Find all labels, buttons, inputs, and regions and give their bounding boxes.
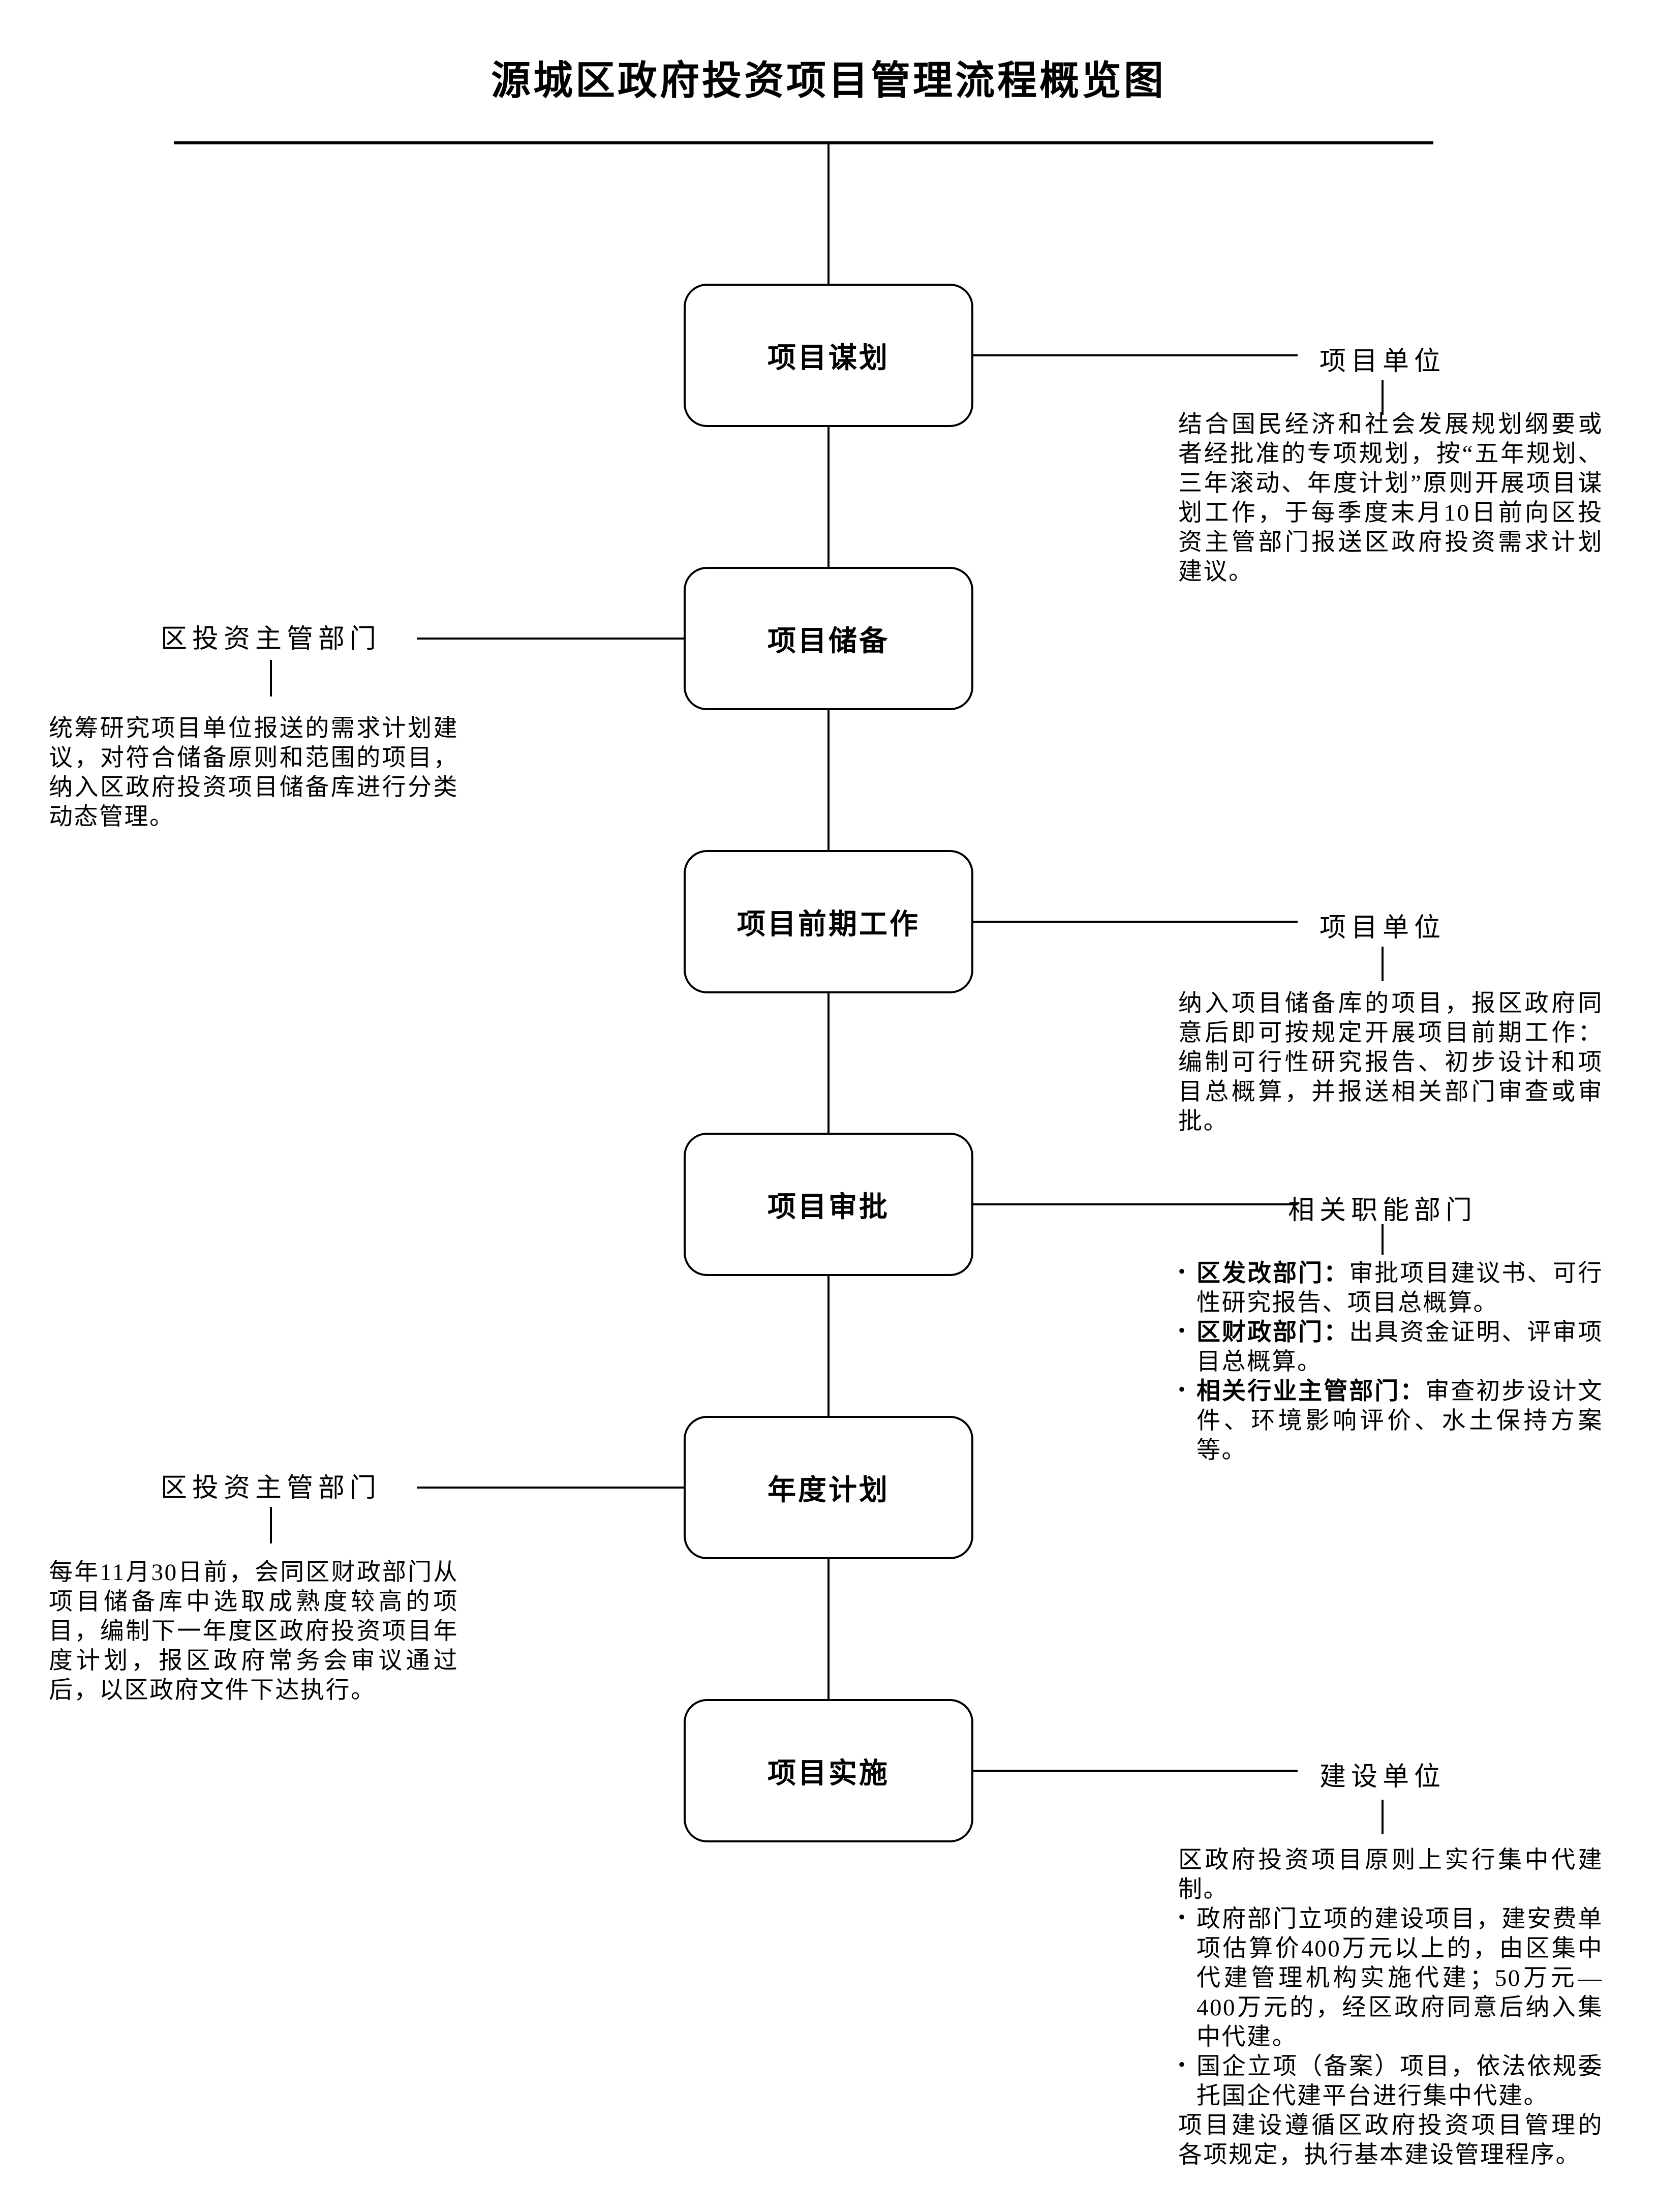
department-name: 区发改部门： bbox=[1196, 1260, 1349, 1287]
flow-node-project-implementation: 项目实施 bbox=[684, 1699, 973, 1842]
annotation-preliminary-text: 纳入项目储备库的项目，报区政府同意后即可按规定开展项目前期工作：编制可行性研究报… bbox=[1178, 990, 1603, 1135]
bullet-item-government-projects: 政府部门立项的建设项目，建安费单项估算价400万元以上的，由区集中代建管理机构实… bbox=[1178, 1902, 1603, 2052]
actor-label-project-unit-preliminary: 项目单位 bbox=[1319, 914, 1446, 943]
actor-label-investment-authority-reserve: 区投资主管部门 bbox=[160, 625, 381, 654]
flow-node-label: 项目储备 bbox=[768, 624, 889, 657]
connector-approval-right bbox=[973, 1203, 1298, 1205]
flow-node-label: 项目审批 bbox=[768, 1190, 889, 1223]
bullet-item-soe-projects: 国企立项（备案）项目，依法依规委托国企代建平台进行集中代建。 bbox=[1178, 2050, 1603, 2111]
annotation-reserve-text: 统筹研究项目单位报送的需求计划建议，对符合储备原则和范围的项目，纳入区政府投资项… bbox=[49, 715, 458, 830]
annotation-planning-text: 结合国民经济和社会发展规划纲要或者经批准的专项规划，按“五年规划、三年滚动、年度… bbox=[1178, 411, 1603, 585]
bullet-item-industry-authority: 相关行业主管部门：审查初步设计文件、环境影响评价、水土保持方案等。 bbox=[1178, 1375, 1604, 1465]
actor-tick-preliminary bbox=[1382, 947, 1384, 981]
actor-label-construction-unit: 建设单位 bbox=[1319, 1763, 1446, 1792]
bullet-item-finance: 区财政部门：出具资金证明、评审项目总概算。 bbox=[1178, 1316, 1604, 1377]
department-duty: 审批项目建议书、可行性研究报告、项目总概算。 bbox=[1196, 1260, 1604, 1316]
annotation-implementation-block: 区政府投资项目原则上实行集中代建制。 政府部门立项的建设项目，建安费单项估算价4… bbox=[1178, 1845, 1603, 2170]
actor-label-investment-authority-annual-plan: 区投资主管部门 bbox=[160, 1474, 381, 1503]
top-rule bbox=[174, 141, 1433, 144]
actor-tick-planning bbox=[1382, 380, 1384, 415]
flow-node-project-reserve: 项目储备 bbox=[684, 567, 973, 710]
implementation-intro: 区政府投资项目原则上实行集中代建制。 bbox=[1178, 1847, 1603, 1903]
page-title: 源城区政府投资项目管理流程概览图 bbox=[490, 58, 1166, 103]
implementation-outro: 项目建设遵循区政府投资项目管理的各项规定，执行基本建设管理程序。 bbox=[1178, 2112, 1603, 2168]
department-name: 相关行业主管部门： bbox=[1196, 1378, 1426, 1405]
connector-preliminary-right bbox=[973, 921, 1298, 923]
actor-tick-annual-plan bbox=[270, 1507, 272, 1543]
connector-reserve-left bbox=[417, 638, 684, 640]
actor-tick-reserve bbox=[270, 660, 272, 696]
department-duty: 审查初步设计文件、环境影响评价、水土保持方案等。 bbox=[1196, 1378, 1604, 1464]
bullet-item-development-reform: 区发改部门：审批项目建议书、可行性研究报告、项目总概算。 bbox=[1178, 1257, 1604, 1318]
annotation-annual-plan-text: 每年11月30日前，会同区财政部门从项目储备库中选取成熟度较高的项目，编制下一年… bbox=[49, 1559, 458, 1704]
department-duty: 出具资金证明、评审项目总概算。 bbox=[1196, 1319, 1604, 1375]
actor-label-project-unit-planning: 项目单位 bbox=[1319, 347, 1446, 376]
flow-node-label: 年度计划 bbox=[768, 1473, 889, 1506]
flow-node-preliminary-work: 项目前期工作 bbox=[684, 850, 973, 993]
annotation-approval-list: 区发改部门：审批项目建议书、可行性研究报告、项目总概算。 区财政部门：出具资金证… bbox=[1178, 1257, 1604, 1465]
flow-node-annual-plan: 年度计划 bbox=[684, 1416, 973, 1559]
flow-node-project-planning: 项目谋划 bbox=[684, 284, 973, 427]
connector-annual-plan-left bbox=[417, 1487, 684, 1489]
actor-label-functional-departments: 相关职能部门 bbox=[1287, 1196, 1477, 1225]
actor-tick-implementation bbox=[1382, 1800, 1384, 1834]
flow-node-label: 项目实施 bbox=[768, 1756, 889, 1789]
flow-node-project-approval: 项目审批 bbox=[684, 1133, 973, 1276]
department-name: 区财政部门： bbox=[1196, 1319, 1349, 1346]
flow-node-label: 项目谋划 bbox=[768, 341, 889, 374]
actor-tick-approval bbox=[1382, 1224, 1384, 1255]
flow-node-label: 项目前期工作 bbox=[737, 907, 920, 940]
connector-implementation-right bbox=[973, 1770, 1298, 1772]
connector-planning-right bbox=[973, 354, 1298, 356]
